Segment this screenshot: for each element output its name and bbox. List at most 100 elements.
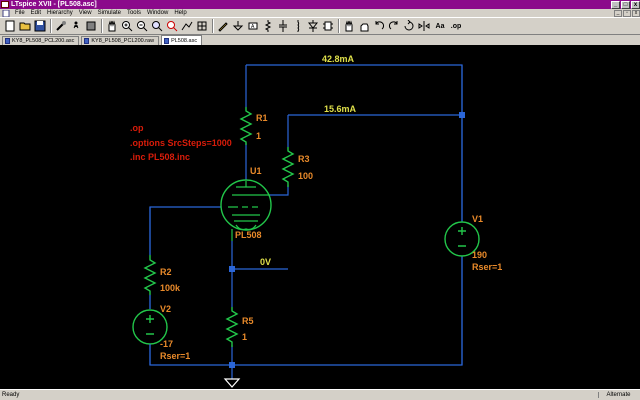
current-label-top: 42.8mA	[322, 54, 355, 64]
wire-pencil-icon[interactable]	[216, 19, 230, 33]
tab-label: KY8_PL508_PCL200.raw	[91, 38, 155, 44]
tab-ky8-raw[interactable]: KY8_PL508_PCL200.raw	[81, 36, 160, 45]
save-icon[interactable]	[33, 19, 47, 33]
text-button[interactable]: Aa	[435, 22, 445, 30]
close-icon[interactable]: x	[631, 0, 640, 9]
move-hand-icon[interactable]	[342, 19, 356, 33]
pan-hand-icon[interactable]	[105, 19, 119, 33]
schematic-drawing	[132, 64, 480, 388]
minimize-icon[interactable]: _	[611, 0, 620, 9]
wires	[149, 64, 463, 379]
menu-help[interactable]: Help	[174, 10, 187, 16]
junction-cathode	[229, 266, 235, 272]
v2-rser: Rser=1	[160, 351, 191, 361]
junction-ground	[229, 362, 235, 368]
component-icon[interactable]	[321, 19, 335, 33]
open-folder-icon[interactable]	[18, 19, 32, 33]
capacitor-icon[interactable]	[276, 19, 290, 33]
r3-value: 100	[298, 171, 314, 181]
v1-source-icon[interactable]	[444, 221, 480, 257]
menu-window[interactable]: Window	[146, 10, 169, 16]
halt-icon[interactable]	[84, 19, 98, 33]
directive-inc[interactable]: .inc PL508.inc	[130, 152, 191, 162]
tab-label: PL508.asc	[171, 37, 198, 44]
ground-symbol-icon[interactable]	[223, 378, 241, 388]
menu-view[interactable]: View	[78, 10, 92, 16]
tab-label: KY8_PL508_PCL200.asc	[12, 38, 75, 44]
r2-resistor-icon[interactable]	[143, 255, 157, 295]
undo-icon[interactable]	[372, 19, 386, 33]
u1-pentode-icon[interactable]	[220, 179, 272, 241]
autorange-icon[interactable]	[180, 19, 194, 33]
r1-resistor-icon[interactable]	[239, 107, 253, 145]
zoom-cancel-icon[interactable]	[165, 19, 179, 33]
r5-value: 1	[242, 332, 248, 342]
u1-value: PL508	[235, 230, 262, 240]
u1-name: U1	[250, 166, 262, 176]
diode-icon[interactable]	[306, 19, 320, 33]
node-voltage-label: 0V	[260, 257, 272, 267]
menu-bar: File Edit Hierarchy View Simulate Tools …	[0, 9, 640, 17]
tab-pl508-asc[interactable]: PL508.asc	[161, 35, 203, 45]
doc-minimize-icon[interactable]: _	[614, 9, 622, 17]
ltspice-app-icon[interactable]	[1, 1, 9, 8]
v2-source-icon[interactable]	[132, 309, 168, 365]
svg-text:A: A	[251, 24, 255, 30]
r2-value: 100k	[160, 283, 181, 293]
directive-op[interactable]: .op	[130, 123, 144, 133]
inductor-icon[interactable]	[291, 19, 305, 33]
status-bar: Ready Alternate	[0, 389, 640, 400]
title-bar: LTspice XVII - [PL508.asc] _ □ x	[0, 0, 640, 9]
r5-name: R5	[242, 316, 254, 326]
resistor-icon[interactable]	[261, 19, 275, 33]
v1-rser: Rser=1	[472, 262, 503, 272]
r3-name: R3	[298, 154, 310, 164]
v1-name: V1	[472, 214, 484, 224]
ground-icon[interactable]	[231, 19, 245, 33]
v2-value: -17	[160, 339, 174, 349]
document-tabs: KY8_PL508_PCL200.asc KY8_PL508_PCL200.ra…	[0, 35, 640, 45]
label-net-icon[interactable]: A	[246, 19, 260, 33]
toolbar: A Aa .op	[0, 17, 640, 35]
doc-close-icon[interactable]: x	[632, 9, 640, 17]
zoom-in-icon[interactable]	[120, 19, 134, 33]
control-panel-icon[interactable]	[54, 19, 68, 33]
run-icon[interactable]	[69, 19, 83, 33]
drag-hand-icon[interactable]	[357, 19, 371, 33]
current-label-mid: 15.6mA	[324, 104, 357, 114]
grid-icon[interactable]	[195, 19, 209, 33]
menu-hierarchy[interactable]: Hierarchy	[47, 10, 73, 16]
directive-options[interactable]: .options SrcSteps=1000	[130, 138, 232, 148]
tab-ky8-asc[interactable]: KY8_PL508_PCL200.asc	[2, 36, 80, 45]
r3-resistor-icon[interactable]	[281, 147, 295, 187]
zoom-out-icon[interactable]	[135, 19, 149, 33]
maximize-icon[interactable]: □	[621, 0, 630, 9]
window-title: LTspice XVII - [PL508.asc]	[11, 1, 97, 8]
rotate-icon[interactable]	[402, 19, 416, 33]
waveform-file-icon	[84, 38, 90, 44]
spice-directive-button[interactable]: .op	[450, 22, 462, 30]
new-schematic-icon[interactable]	[3, 19, 17, 33]
status-mode: Alternate	[598, 392, 638, 398]
menu-tools[interactable]: Tools	[126, 10, 141, 16]
r2-name: R2	[160, 267, 172, 277]
menu-file[interactable]: File	[15, 10, 25, 16]
junction-screen	[459, 112, 465, 118]
mirror-icon[interactable]	[417, 19, 431, 33]
r5-resistor-icon[interactable]	[225, 307, 239, 347]
redo-icon[interactable]	[387, 19, 401, 33]
zoom-full-icon[interactable]	[150, 19, 164, 33]
r1-name: R1	[256, 113, 268, 123]
schematic-file-icon	[5, 38, 10, 44]
r1-value: 1	[256, 131, 262, 141]
schematic-file-icon	[164, 37, 170, 44]
wire-outer-loop[interactable]	[149, 64, 463, 366]
doc-restore-icon[interactable]: ▫	[623, 9, 631, 17]
menu-simulate[interactable]: Simulate	[97, 10, 121, 16]
wire-r3-screen[interactable]	[270, 185, 289, 196]
menu-edit[interactable]: Edit	[30, 10, 42, 16]
document-icon[interactable]	[2, 9, 10, 17]
v1-value: 190	[472, 250, 488, 260]
r1-gap	[240, 107, 252, 143]
schematic-canvas[interactable]: 42.8mA 15.6mA 0V .op .options SrcSteps=1…	[0, 45, 640, 389]
